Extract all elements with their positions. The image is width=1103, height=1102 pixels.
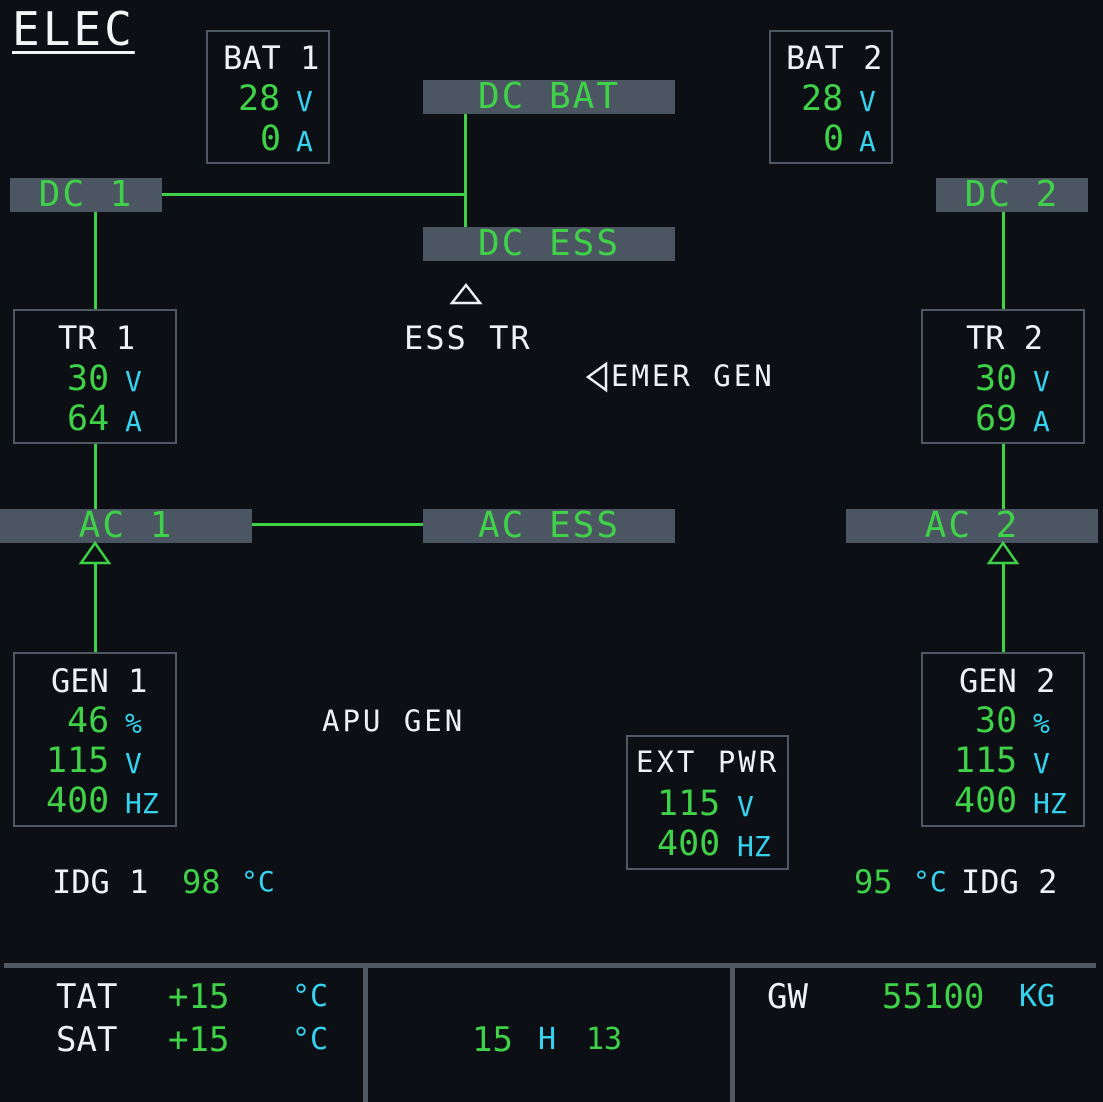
bat2-volts: 28 <box>801 79 844 119</box>
tr2-label: TR 2 <box>966 319 1044 357</box>
time-sep: H <box>538 1022 557 1057</box>
gw-label: GW <box>767 977 808 1017</box>
tr2-volts: 30 <box>975 359 1018 399</box>
ext-pwr-freq: 400 <box>657 824 721 864</box>
sat-value: +15 <box>168 1020 230 1060</box>
dc1-bus: DC 1 <box>10 177 162 213</box>
footer-divider-right <box>730 963 735 1102</box>
tat-unit: °C <box>292 979 329 1014</box>
footer-divider <box>4 963 1096 968</box>
gen1-volts-unit: V <box>125 747 142 780</box>
time-minutes: 13 <box>586 1022 623 1057</box>
gen2-freq: 400 <box>954 781 1018 821</box>
sat-unit: °C <box>292 1022 329 1057</box>
emer-gen-arrow-icon <box>585 361 608 393</box>
gw-value: 55100 <box>882 977 985 1017</box>
bat2-label: BAT 2 <box>786 39 883 77</box>
footer-divider-left <box>363 963 368 1102</box>
gen2-freq-unit: HZ <box>1033 787 1067 820</box>
tr1-ac1-line <box>94 443 97 510</box>
gen1-label: GEN 1 <box>51 662 148 700</box>
idg1-temp-unit: °C <box>241 865 275 898</box>
bat2-amps-unit: A <box>859 125 876 158</box>
ess-tr-label: ESS TR <box>404 319 532 357</box>
gen1-volts: 115 <box>46 741 110 781</box>
gen1-freq: 400 <box>46 781 110 821</box>
gen2-volts-unit: V <box>1033 747 1050 780</box>
ext-pwr-box <box>626 735 789 870</box>
bat1-amps: 0 <box>260 119 282 159</box>
tr1-amps-unit: A <box>125 405 142 438</box>
ext-pwr-label: EXT PWR <box>636 745 780 779</box>
gen2-load-unit: % <box>1033 707 1050 740</box>
bat1-amps-unit: A <box>296 125 313 158</box>
ext-pwr-volts: 115 <box>657 784 721 824</box>
apu-gen-label: APU GEN <box>322 704 466 738</box>
gen2-volts: 115 <box>954 741 1018 781</box>
gen2-ac2-line <box>1002 563 1005 653</box>
dc-bat-bus: DC BAT <box>423 79 675 115</box>
tr1-box <box>13 309 177 444</box>
sat-label: SAT <box>56 1020 118 1060</box>
bat1-volts: 28 <box>238 79 281 119</box>
tr2-ac2-line <box>1002 443 1005 510</box>
gen2-box <box>921 652 1085 827</box>
ac1-ac-ess-line <box>252 523 424 526</box>
dc2-tr2-line <box>1002 212 1005 310</box>
tr2-amps: 69 <box>975 399 1018 439</box>
page-title: ELEC <box>12 2 135 56</box>
bat1-volts-unit: V <box>296 85 313 118</box>
gen2-label: GEN 2 <box>959 662 1056 700</box>
bat1-box <box>206 30 330 164</box>
tr1-label: TR 1 <box>58 319 136 357</box>
ac1-arrow-icon <box>78 540 112 565</box>
ess-tr-arrow-icon <box>449 282 483 305</box>
ac1-bus: AC 1 <box>0 508 252 544</box>
tr2-volts-unit: V <box>1033 365 1050 398</box>
ext-pwr-freq-unit: HZ <box>737 830 771 863</box>
dc1-tr1-line <box>94 212 97 310</box>
gen2-load: 30 <box>975 701 1018 741</box>
idg1-temp: 98 <box>182 863 221 901</box>
tr1-volts: 30 <box>67 359 110 399</box>
gw-unit: KG <box>1019 979 1056 1014</box>
emer-gen-label: EMER GEN <box>611 359 775 393</box>
gen1-load-unit: % <box>125 707 142 740</box>
bat1-label: BAT 1 <box>223 39 320 77</box>
ac2-arrow-icon <box>986 540 1020 565</box>
bat2-amps: 0 <box>823 119 845 159</box>
dc-ess-bus: DC ESS <box>423 226 675 262</box>
ac-ess-bus: AC ESS <box>423 508 675 544</box>
gen1-load: 46 <box>67 701 110 741</box>
ext-pwr-volts-unit: V <box>737 790 754 823</box>
idg1-label: IDG 1 <box>52 863 149 901</box>
gen1-ac1-line <box>94 563 97 653</box>
tat-value: +15 <box>168 977 230 1017</box>
ac2-bus: AC 2 <box>846 508 1098 544</box>
gen1-box <box>13 652 177 827</box>
tr1-amps: 64 <box>67 399 110 439</box>
dc1-dc-bat-line <box>162 193 466 196</box>
tr2-amps-unit: A <box>1033 405 1050 438</box>
idg2-temp-unit: °C <box>913 865 947 898</box>
idg2-label: IDG 2 <box>961 863 1058 901</box>
tat-label: TAT <box>56 977 118 1017</box>
bat2-box <box>769 30 893 164</box>
time-hours: 15 <box>472 1020 513 1060</box>
gen1-freq-unit: HZ <box>125 787 159 820</box>
dc2-bus: DC 2 <box>936 177 1088 213</box>
dc-bat-tie-line <box>464 113 467 227</box>
tr1-volts-unit: V <box>125 365 142 398</box>
tr2-box <box>921 309 1085 444</box>
idg2-temp: 95 <box>854 863 893 901</box>
bat2-volts-unit: V <box>859 85 876 118</box>
